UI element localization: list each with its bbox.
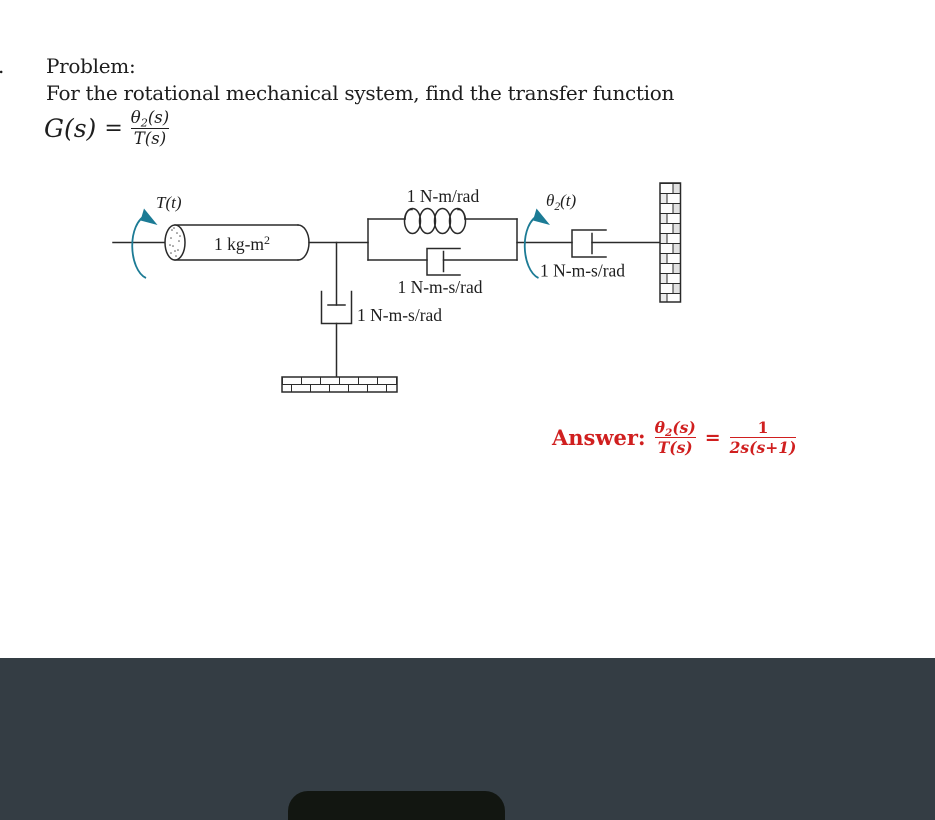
ground-block [281, 376, 398, 393]
fixed-wall [659, 182, 682, 303]
answer-rhs-fraction-bar [729, 437, 797, 439]
answer-lhs-numerator: θ2(s) [654, 418, 696, 440]
formula-numerator: θ2(s) [130, 108, 170, 130]
problem-statement: For the rotational mechanical system, fi… [46, 81, 675, 105]
torque-label: T(t) [156, 193, 182, 212]
answer-label: Answer: [552, 425, 646, 451]
spring-damper-parallel-block [367, 207, 518, 276]
diagram-linework [112, 182, 682, 393]
formula-fraction: θ2(s) T(s) [130, 108, 170, 149]
formula-equals: = [104, 116, 123, 142]
answer-lhs-denominator: T(s) [657, 438, 693, 458]
parallel-damper-label: 1 N-m-s/rad [397, 277, 482, 297]
angle-label: θ2(t) [546, 191, 576, 213]
list-marker: . [0, 54, 4, 78]
formula-denominator: T(s) [133, 129, 167, 149]
torque-arrow-icon [131, 213, 148, 279]
spring-label: 1 N-m/rad [407, 186, 480, 206]
answer-section: Answer: θ2(s) T(s) = 1 2s(s+1) [552, 418, 797, 458]
answer-lhs-fraction-bar [654, 437, 696, 439]
ground-damper-label: 1 N-m-s/rad [357, 305, 442, 325]
theta-subscript: 2 [140, 116, 148, 130]
answer-theta-subscript: 2 [664, 427, 673, 440]
mechanical-system-diagram: T(t) θ2(t) 1 kg-m2 1 N-m/rad 1 N-m-s/rad… [112, 182, 682, 393]
fraction-bar [130, 128, 170, 130]
ground-damper [320, 241, 353, 378]
answer-lhs-fraction: θ2(s) T(s) [654, 418, 696, 458]
rotation-arrowheads [140, 208, 550, 225]
bottom-panel [0, 658, 935, 820]
parallel-damper-icon [426, 247, 518, 276]
output-damper-icon [571, 229, 661, 258]
inertia-cylinder [164, 224, 310, 261]
formula-lhs: G(s) [44, 114, 97, 144]
answer-rhs-fraction: 1 2s(s+1) [729, 418, 797, 458]
cylinder-end-texture [169, 227, 181, 257]
answer-rhs-denominator: 2s(s+1) [729, 438, 797, 458]
output-damper-label: 1 N-m-s/rad [540, 261, 625, 281]
inertia-label: 1 kg-m2 [214, 233, 270, 254]
answer-equals: = [704, 426, 721, 449]
angle-arrow-icon [523, 213, 540, 279]
problem-title: Problem: [46, 54, 136, 78]
transfer-function-formula: G(s) = θ2(s) T(s) [44, 108, 170, 149]
answer-rhs-numerator: 1 [757, 418, 769, 437]
spring-coil-icon [403, 207, 467, 235]
dock-panel[interactable] [288, 791, 505, 820]
